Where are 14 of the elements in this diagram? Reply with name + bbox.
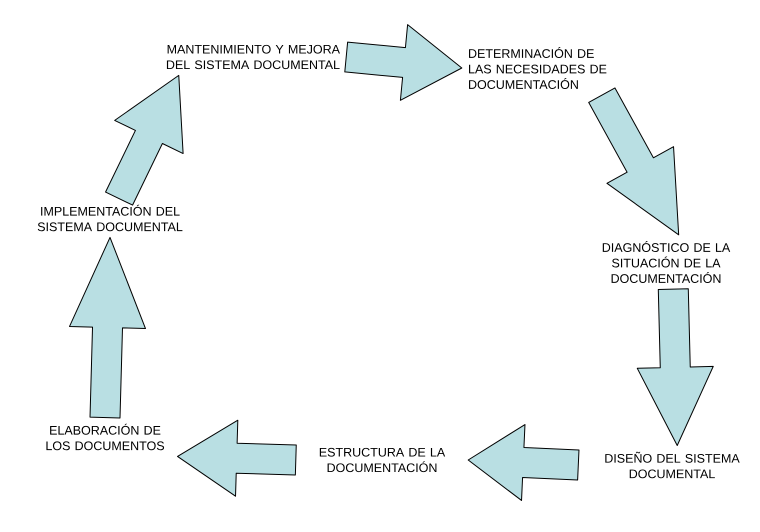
step-label: ESTRUCTURA DE LA DOCUMENTACIÓN bbox=[320, 448, 446, 472]
block-arrow bbox=[588, 87, 680, 236]
block-arrow bbox=[69, 236, 146, 418]
step-label: MANTENIMIENTO Y MEJORA DEL SISTEMA DOCUMENTAL bbox=[166, 44, 340, 70]
step-label: ELABORACIÓN DE LOS DOCUMENTOS bbox=[46, 424, 164, 450]
step-label: DISEÑO DEL SISTEMA DOCUMENTAL bbox=[605, 452, 740, 478]
block-arrow bbox=[177, 420, 297, 497]
step-label: DIAGNÓSTICO DE LA SITUACIÓN DE LA DOCUMENTACIÓN bbox=[602, 241, 730, 283]
step-label: DETERMINACIÓN DE LAS NECESIDADES DE DOCUMENTACIÓN bbox=[469, 47, 606, 89]
block-arrow bbox=[344, 24, 462, 101]
block-arrow bbox=[468, 424, 580, 501]
block-arrow bbox=[105, 74, 184, 206]
step-label: IMPLEMENTACIÓN DEL SISTEMA DOCUMENTAL bbox=[38, 204, 182, 232]
block-arrow bbox=[636, 288, 714, 446]
